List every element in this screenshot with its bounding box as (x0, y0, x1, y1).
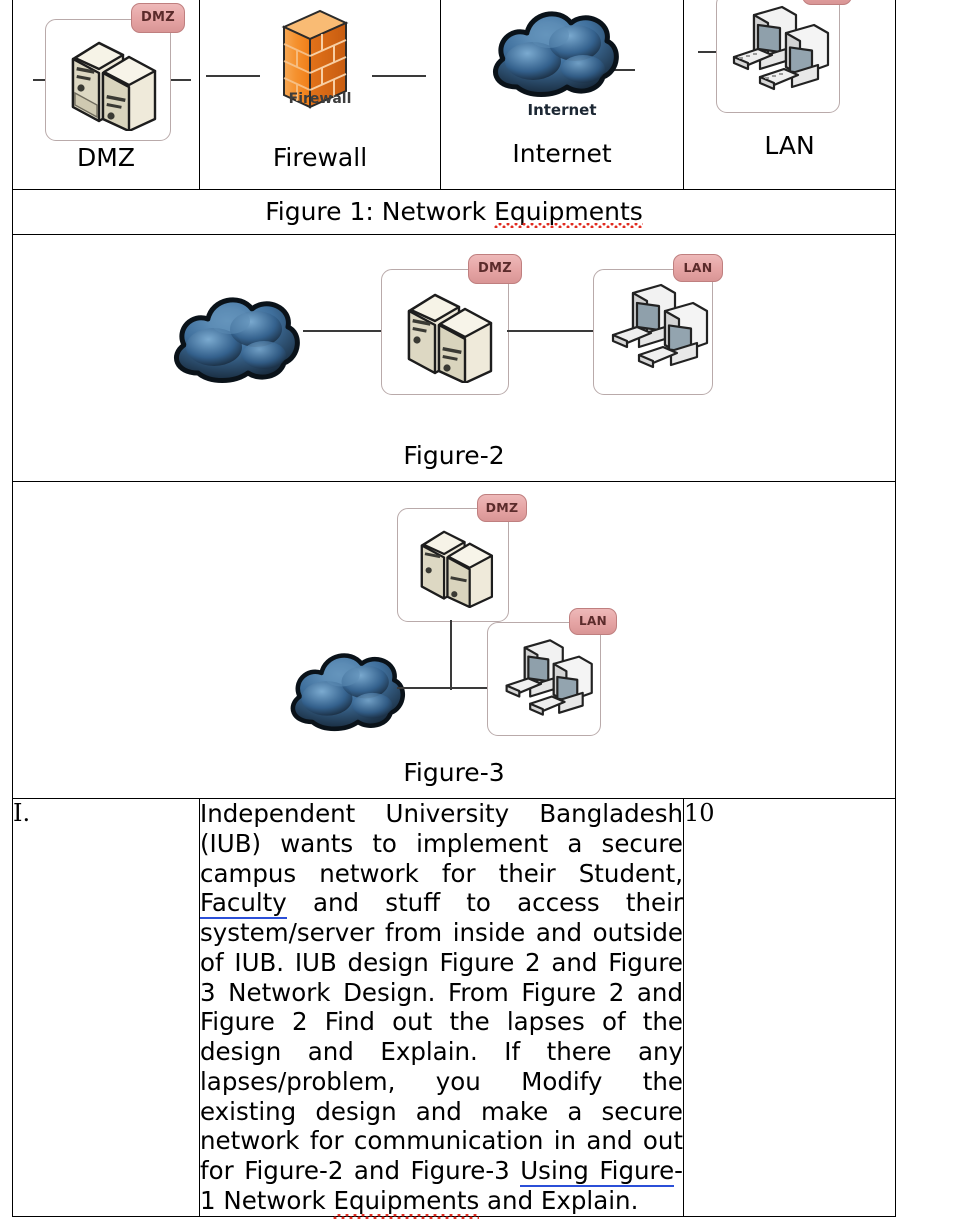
question-text-part2: and stuff to access their system/server … (200, 888, 683, 1186)
figure3-trunk-line (450, 620, 452, 690)
question-text-part4: and Explain. (479, 1185, 639, 1215)
figure2-row: DMZ (12, 234, 896, 482)
spell-flagged-equipments: Equipments (333, 1185, 480, 1215)
firewall-inline-label: Firewall (288, 91, 352, 107)
grammar-flagged-faculty: Faculty (200, 888, 287, 920)
figure2-internet-cloud-icon (174, 297, 300, 383)
firewall-left-lead (206, 75, 260, 77)
question-marks: 10 (683, 798, 896, 1217)
equipment-caption-dmz: DMZ (77, 143, 135, 172)
figure2-dmz-badge: DMZ (468, 254, 522, 284)
figure3-canvas: DMZ (13, 482, 895, 798)
equipment-cell-lan: LAN (683, 0, 896, 190)
spellcheck-squiggle (494, 223, 643, 228)
figure1-caption-cell: Figure 1: Network Equipments (12, 189, 896, 235)
figure3-dmz-servers-icon (420, 530, 494, 608)
figure1-misspelled-text: Equipments (494, 197, 643, 226)
figure2-lan-computers-icon (611, 283, 709, 369)
lan-left-lead (698, 51, 722, 53)
internet-cloud-icon (493, 11, 619, 97)
equipment-cell-firewall: Firewall Firewall (199, 0, 441, 190)
lan-computers-icon (732, 5, 830, 91)
grammar-flagged-using-figure: Using Figure (520, 1156, 675, 1188)
figure2-link-internet-dmz (303, 330, 381, 332)
equipment-caption-internet: Internet (512, 139, 612, 168)
figure2-dmz-servers-icon (407, 293, 493, 383)
document-page: DMZ (0, 0, 964, 1081)
figure3-cell: DMZ (12, 481, 896, 799)
figure1-caption-prefix: Figure 1: Network (265, 197, 495, 226)
figure3-bus-line (397, 687, 501, 689)
figure3-dmz-badge: DMZ (477, 494, 527, 522)
figure1-misspelled-word: Equipments (494, 190, 643, 234)
equipment-cell-internet: Internet Internet (440, 0, 684, 190)
equipment-icons-row: DMZ (12, 0, 896, 190)
dmz-servers-icon (71, 41, 157, 131)
equipment-caption-lan: LAN (764, 131, 815, 160)
internet-illustration: Internet (441, 0, 683, 143)
figure3-label: Figure-3 (403, 758, 505, 787)
dmz-left-lead (33, 79, 55, 81)
figure1-caption: Figure 1: Network Equipments (265, 190, 643, 234)
dmz-right-lead (169, 79, 191, 81)
figure2-canvas: DMZ (13, 235, 895, 481)
dmz-illustration: DMZ (13, 0, 199, 143)
internet-inline-label: Internet (527, 101, 597, 119)
figure3-row: DMZ (12, 481, 896, 799)
firewall-brick-icon (281, 9, 349, 109)
figure2-label: Figure-2 (403, 441, 505, 470)
question-body-cell: Independent University Bangladesh (IUB) … (199, 798, 684, 1217)
figure2-lan-badge: LAN (673, 254, 723, 282)
exam-question-table: DMZ (12, 0, 896, 1217)
question-number: I. (12, 798, 200, 1217)
firewall-right-lead (372, 75, 426, 77)
figure2-link-dmz-lan (507, 330, 593, 332)
figure3-lan-computers-icon (505, 639, 593, 716)
figure1-caption-row: Figure 1: Network Equipments (12, 189, 896, 235)
question-text-part1: Independent University Bangladesh (IUB) … (200, 799, 683, 888)
equipment-caption-firewall: Firewall (272, 143, 368, 172)
figure3-internet-cloud-icon (290, 653, 405, 732)
figure2-cell: DMZ (12, 234, 896, 482)
dmz-badge: DMZ (131, 3, 185, 33)
lan-illustration: LAN (684, 0, 895, 143)
equipment-cell-dmz: DMZ (12, 0, 200, 190)
firewall-illustration: Firewall (200, 0, 440, 143)
question-row: I. Independent University Bangladesh (IU… (12, 798, 896, 1217)
question-text: Independent University Bangladesh (IUB) … (200, 799, 683, 1216)
internet-right-lead (609, 69, 635, 71)
figure3-lan-badge: LAN (569, 608, 617, 635)
